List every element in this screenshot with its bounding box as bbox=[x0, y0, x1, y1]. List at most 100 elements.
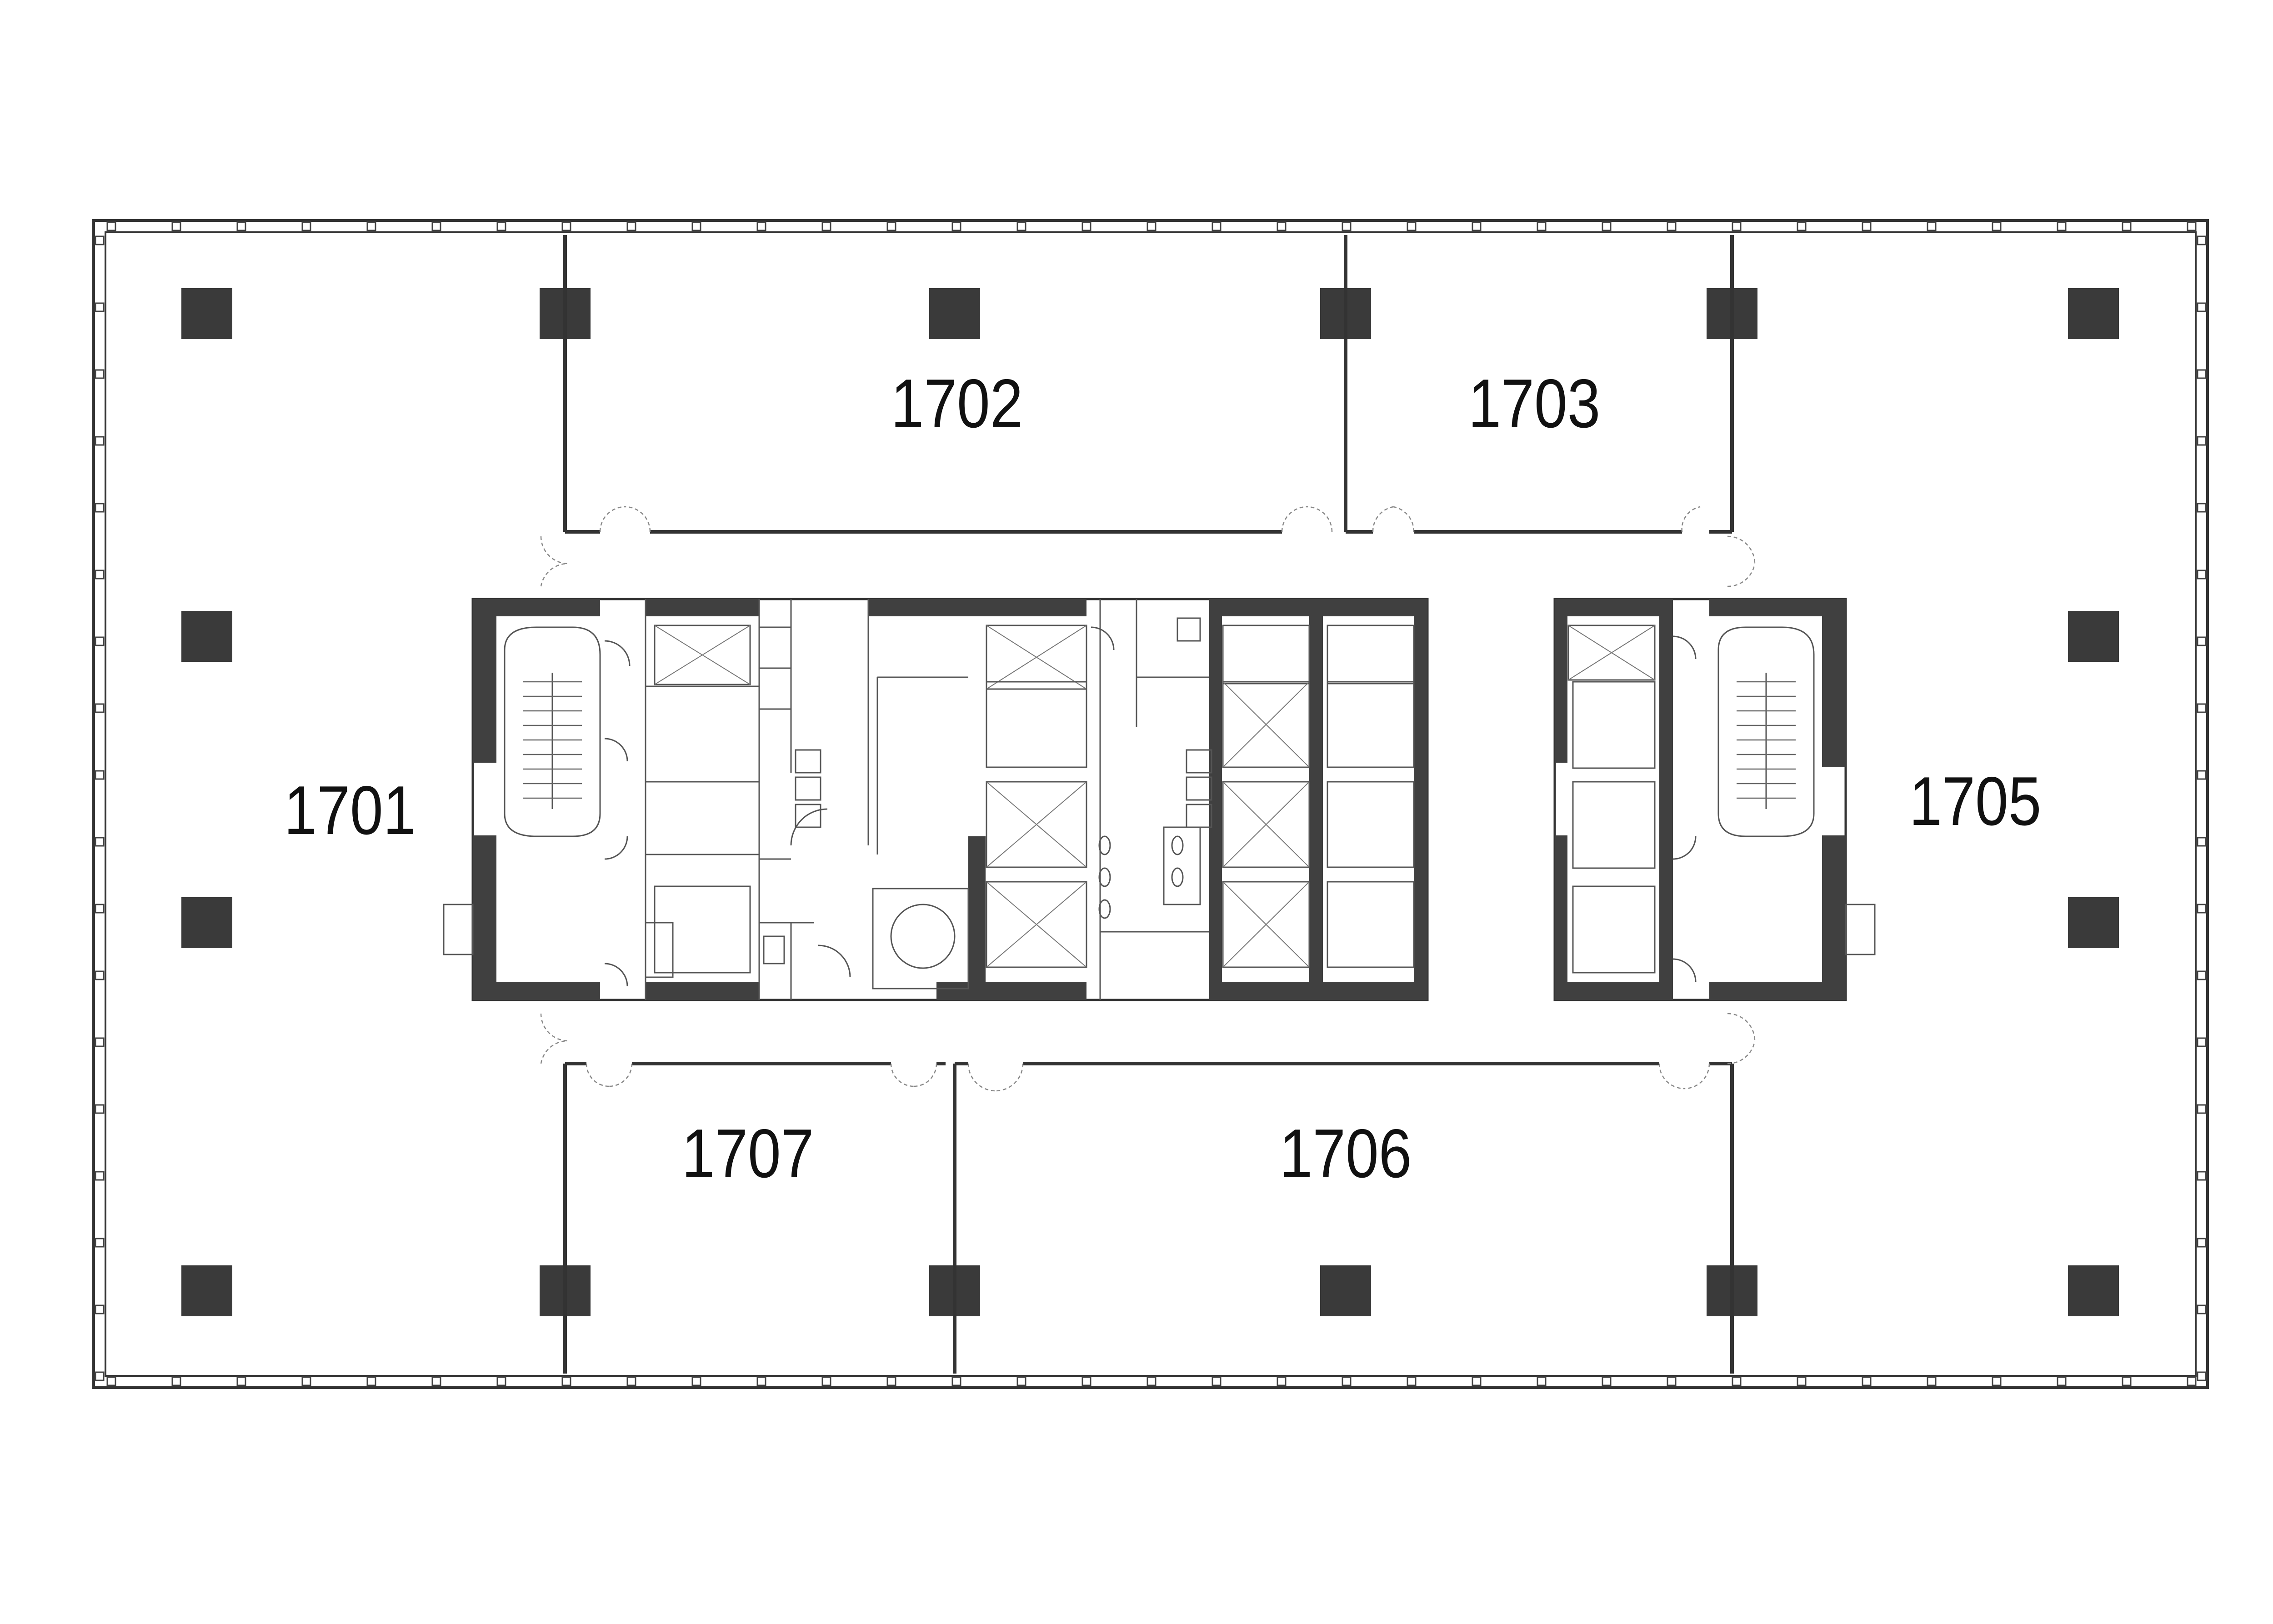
exterior-wall bbox=[92, 219, 2209, 1389]
mullion bbox=[1667, 221, 1677, 231]
mullion bbox=[1016, 221, 1026, 231]
elevator-shaft bbox=[654, 885, 751, 974]
mullion bbox=[95, 235, 105, 245]
mullion bbox=[2197, 1238, 2207, 1248]
unit-label-1707: 1707 bbox=[682, 1115, 814, 1192]
mullion bbox=[1472, 221, 1482, 231]
elevator-shaft bbox=[1572, 781, 1656, 869]
mullion bbox=[95, 1037, 105, 1047]
mullion bbox=[95, 369, 105, 379]
mullion bbox=[2197, 770, 2207, 780]
column bbox=[929, 288, 980, 339]
mullion bbox=[95, 503, 105, 513]
mullion bbox=[951, 1376, 961, 1386]
mullion bbox=[106, 1376, 116, 1386]
mullion bbox=[1862, 221, 1872, 231]
mullion bbox=[2197, 1304, 2207, 1314]
shaft-cross bbox=[986, 625, 1087, 690]
mullion bbox=[2057, 221, 2067, 231]
mullion bbox=[1927, 221, 1937, 231]
elevator-shaft bbox=[1567, 625, 1656, 681]
elevator-shafts bbox=[654, 625, 1656, 974]
mullion bbox=[1081, 1376, 1091, 1386]
mullion bbox=[301, 221, 311, 231]
shaft-cross bbox=[1568, 625, 1655, 680]
mullion bbox=[1992, 221, 2002, 231]
elevator-shaft bbox=[986, 625, 1087, 690]
column bbox=[181, 288, 232, 339]
column bbox=[2068, 1265, 2119, 1316]
mullion bbox=[95, 436, 105, 446]
mullion bbox=[626, 1376, 636, 1386]
elevator-shaft bbox=[1572, 681, 1656, 769]
mullion bbox=[1342, 1376, 1352, 1386]
mullion bbox=[2197, 369, 2207, 379]
mullion bbox=[171, 1376, 181, 1386]
unit-label-1705: 1705 bbox=[1909, 763, 2042, 840]
window-mullions bbox=[95, 221, 2207, 1386]
unit-label-1706: 1706 bbox=[1280, 1115, 1412, 1192]
mullion bbox=[691, 221, 701, 231]
mullion bbox=[95, 904, 105, 914]
mullion bbox=[95, 302, 105, 312]
mullion bbox=[1277, 1376, 1287, 1386]
mullion bbox=[1147, 1376, 1157, 1386]
mullion bbox=[691, 1376, 701, 1386]
column bbox=[2068, 288, 2119, 339]
mullion bbox=[301, 1376, 311, 1386]
mullion bbox=[95, 1238, 105, 1248]
mullion bbox=[1667, 1376, 1677, 1386]
mullion bbox=[2187, 1376, 2197, 1386]
elevator-shaft bbox=[986, 881, 1087, 968]
mullion bbox=[95, 636, 105, 646]
mullion bbox=[95, 1104, 105, 1114]
mullion bbox=[2197, 235, 2207, 245]
mullion bbox=[2197, 1371, 2207, 1381]
mullion bbox=[95, 703, 105, 713]
mullion bbox=[1277, 221, 1287, 231]
mullion bbox=[95, 570, 105, 580]
unit-label-1703: 1703 bbox=[1468, 365, 1601, 442]
mullion bbox=[431, 1376, 441, 1386]
column bbox=[181, 1265, 232, 1316]
column bbox=[181, 897, 232, 948]
mullion bbox=[1797, 1376, 1807, 1386]
shaft-cross bbox=[654, 625, 751, 685]
mullion bbox=[496, 221, 506, 231]
elevator-shaft bbox=[1222, 681, 1310, 768]
mullion bbox=[1537, 1376, 1547, 1386]
shaft-cross bbox=[1222, 781, 1310, 868]
mullion bbox=[106, 221, 116, 231]
shaft-cross bbox=[986, 781, 1087, 868]
mullion bbox=[95, 1371, 105, 1381]
mullion bbox=[2197, 970, 2207, 980]
mullion bbox=[496, 1376, 506, 1386]
mullion bbox=[1602, 221, 1612, 231]
mullion bbox=[95, 1304, 105, 1314]
mullion bbox=[2197, 703, 2207, 713]
mullion bbox=[886, 1376, 896, 1386]
mullion bbox=[2197, 1104, 2207, 1114]
mullion bbox=[95, 837, 105, 847]
mullion bbox=[1212, 1376, 1222, 1386]
mullion bbox=[1407, 221, 1417, 231]
mullion bbox=[431, 221, 441, 231]
partition-walls bbox=[563, 235, 1734, 1374]
mullion bbox=[236, 1376, 246, 1386]
mullion bbox=[1537, 221, 1547, 231]
stair-treads-left bbox=[523, 681, 582, 799]
building-core bbox=[443, 598, 1876, 1001]
mullion bbox=[1212, 221, 1222, 231]
elevator-shaft bbox=[1327, 881, 1415, 968]
mullion bbox=[2122, 1376, 2132, 1386]
mullion bbox=[821, 1376, 831, 1386]
mullion bbox=[1732, 1376, 1742, 1386]
elevator-shaft bbox=[986, 681, 1087, 768]
mullion bbox=[756, 221, 766, 231]
elevator-shaft bbox=[986, 781, 1087, 868]
column bbox=[2068, 611, 2119, 662]
mullion bbox=[2197, 503, 2207, 513]
elevator-shaft bbox=[654, 625, 751, 685]
mullion bbox=[95, 1171, 105, 1181]
mullion bbox=[1342, 221, 1352, 231]
